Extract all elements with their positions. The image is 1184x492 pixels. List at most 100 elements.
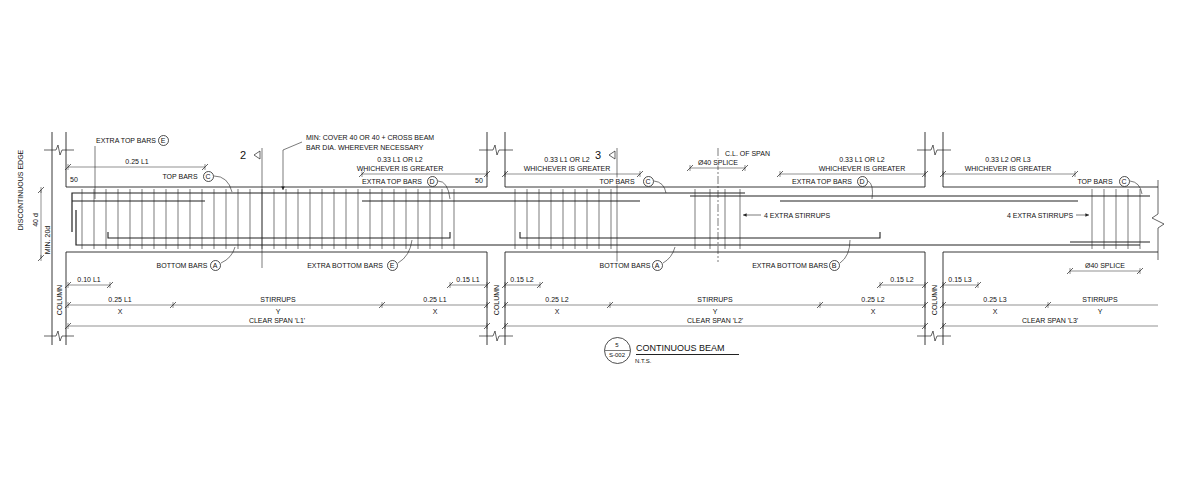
dimension-line — [505, 174, 640, 175]
stirrup — [695, 189, 696, 249]
leader-curve — [654, 181, 666, 193]
splice-note: Ø40 SPLICE — [697, 159, 739, 166]
bar-mark-letter: C — [1121, 178, 1126, 185]
column-edge — [943, 252, 944, 345]
dimension-tick — [1067, 268, 1073, 274]
stirrup — [1128, 189, 1129, 249]
column-label: COLUMN — [493, 284, 500, 316]
bar-label: BOTTOM BARS — [599, 262, 652, 269]
dimension-tick — [170, 302, 176, 308]
stirrup — [430, 189, 431, 249]
stirrup — [406, 189, 407, 249]
section-number: 2 — [239, 150, 247, 161]
break-line — [917, 331, 951, 341]
leader-curve — [663, 247, 675, 263]
dimension-text: WHICHEVER IS GREATER — [964, 165, 1053, 172]
bar-mark-circle: E — [158, 135, 169, 146]
span-label: CLEAR SPAN 'L3' — [1021, 317, 1079, 324]
dimension-text: 0.33 L2 OR L3 — [984, 156, 1032, 163]
dimension-tick — [780, 171, 781, 177]
edge-note: DISCONTINUOUS EDGE — [17, 149, 24, 232]
leader-curve — [840, 240, 850, 263]
dimension-tick — [65, 282, 71, 288]
dimension-tick — [925, 282, 926, 288]
dimension-tick — [484, 282, 490, 288]
stirrup — [454, 189, 455, 249]
dimension-tick — [1140, 268, 1141, 274]
bar-mark-letter: A — [655, 262, 660, 269]
circle-shape — [203, 171, 213, 181]
zone-letter: X — [554, 308, 561, 315]
stirrup — [118, 189, 119, 249]
dimension-tick — [502, 323, 508, 329]
scale-note: N.T.S. — [634, 358, 652, 364]
dimension-tick — [65, 323, 71, 329]
dimension-tick — [379, 302, 385, 308]
bar-label: TOP BARS — [598, 178, 635, 185]
zone-letter: Y — [1097, 308, 1104, 315]
dimension-line — [68, 326, 487, 327]
bar-label: EXTRA BOTTOM BARS — [751, 262, 829, 269]
column-edge — [66, 252, 67, 345]
section-number: 3 — [594, 150, 602, 161]
dimension-tick — [925, 323, 926, 329]
beam-top-edge — [943, 187, 1158, 188]
stirrup — [382, 189, 383, 249]
cover-note: BAR DIA. WHEREVER NECESSARY — [305, 144, 424, 151]
leader-curve — [214, 176, 232, 192]
dimension-text: 0.33 L1 OR L2 — [543, 156, 591, 163]
column-edge — [925, 252, 926, 345]
dimension-text: WHICHEVER IS GREATER — [818, 165, 907, 172]
bar-label: EXTRA TOP BARS — [95, 137, 157, 144]
dimension-text: STIRRUPS — [259, 296, 296, 303]
dimension-tick — [38, 255, 44, 261]
bar-mark-letter: C — [205, 173, 210, 180]
dimension-tick — [107, 282, 113, 288]
dimension-text: 0.25 L2 — [544, 296, 569, 303]
dimension-line — [943, 305, 1158, 306]
dimension-tick — [975, 282, 981, 288]
leader-curve — [868, 181, 873, 199]
column-edge — [487, 252, 488, 345]
section-line — [262, 148, 263, 268]
stirrup — [226, 189, 227, 249]
circle-shape — [1119, 176, 1129, 186]
stirrup — [322, 189, 323, 249]
stirrup — [1116, 189, 1117, 249]
dimension-tick — [943, 323, 944, 329]
bar-label: EXTRA TOP BARS — [791, 178, 853, 185]
bar-mark-circle: A — [210, 260, 221, 271]
dimension-tick — [202, 164, 208, 170]
bar-mark-letter: C — [645, 178, 650, 185]
bar-mark-circle: B — [829, 260, 840, 271]
leader-curve — [438, 181, 450, 199]
dimension-text: WHICHEVER IS GREATER — [523, 165, 612, 172]
anchorage-dimension: 40 d — [32, 212, 39, 228]
dimension-tick — [877, 282, 883, 288]
bar-mark-letter: E — [390, 262, 395, 269]
dimension-tick — [943, 282, 944, 288]
circle-shape — [604, 337, 630, 363]
dimension-tick — [978, 282, 979, 288]
bar-mark-circle: D — [427, 176, 438, 187]
dimension-tick — [382, 302, 383, 308]
dimension-tick — [502, 171, 508, 177]
stirrup — [178, 189, 179, 249]
extra-top-bar — [362, 200, 640, 201]
beam-break — [1152, 180, 1164, 260]
dimension-tick — [484, 323, 490, 329]
stirrup — [346, 189, 347, 249]
stirrup — [214, 189, 215, 249]
dimension-line — [943, 174, 1075, 175]
stirrup — [587, 189, 588, 249]
bar-mark-circle: A — [652, 260, 663, 271]
stirrup — [563, 189, 564, 249]
extra-top-bar — [780, 200, 1078, 201]
section-flag — [254, 151, 260, 159]
stirrup — [106, 189, 107, 249]
bar-mark-circle: D — [857, 176, 868, 187]
bar-label: TOP BARS — [161, 173, 198, 180]
leader-line — [283, 142, 302, 190]
